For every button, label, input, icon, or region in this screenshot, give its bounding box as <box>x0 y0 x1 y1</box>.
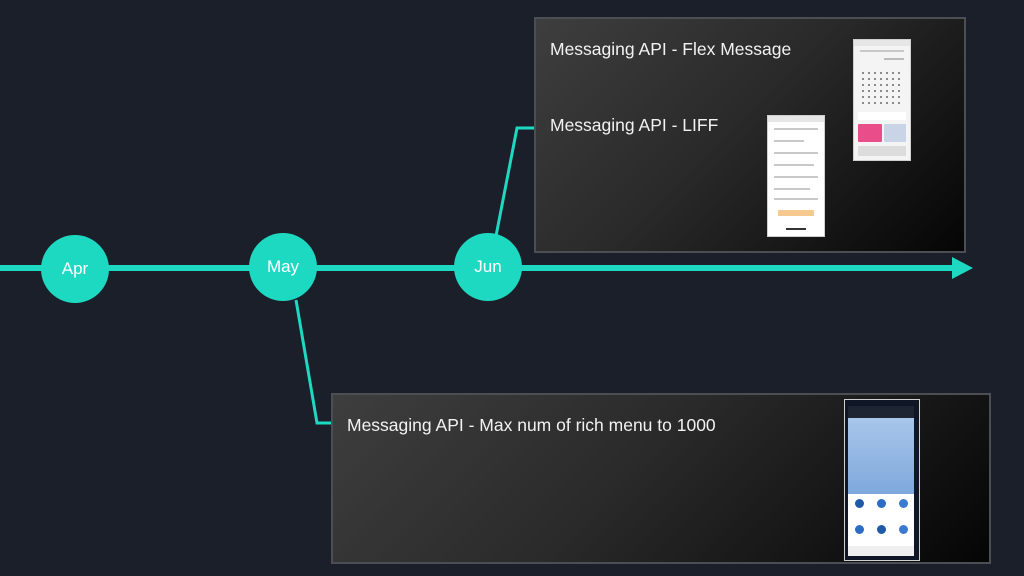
liff-screenshot <box>767 115 825 237</box>
flex-message-item: Messaging API - Flex Message <box>550 39 792 59</box>
timeline-arrowhead <box>952 257 973 279</box>
milestone-label: May <box>266 257 300 276</box>
connector-jun-to-top-card <box>494 126 536 237</box>
milestone-jun: Jun <box>454 233 522 301</box>
connector-may-to-bottom-card <box>294 299 333 425</box>
rich-menu-item: Messaging API - Max num of rich menu to … <box>347 415 716 435</box>
milestone-label: Jun <box>474 257 502 276</box>
june-release-card: Messaging API - Flex Message Messaging A… <box>534 17 966 253</box>
milestone-label: Apr <box>61 259 89 278</box>
rich-menu-screenshot <box>844 399 920 561</box>
liff-item: Messaging API - LIFF <box>550 115 719 135</box>
milestone-may: May <box>249 233 317 301</box>
flex-message-screenshot <box>853 39 911 161</box>
may-release-card: Messaging API - Max num of rich menu to … <box>331 393 991 564</box>
milestone-apr: Apr <box>41 235 109 303</box>
